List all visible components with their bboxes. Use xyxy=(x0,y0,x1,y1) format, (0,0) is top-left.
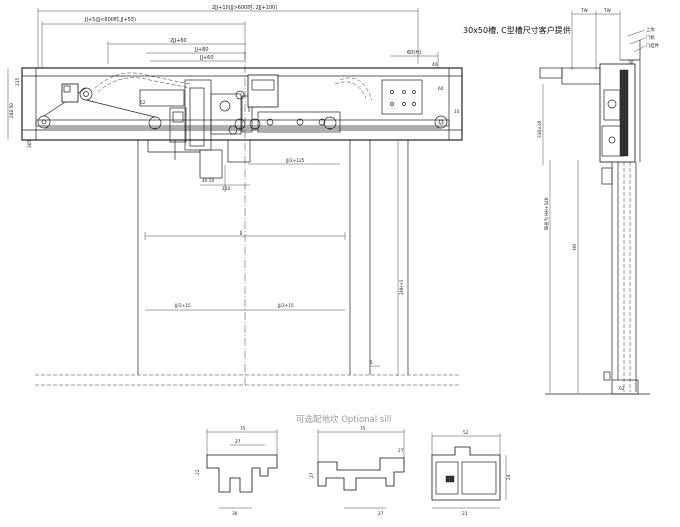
sill-profile-1: 75 27 22 36 xyxy=(195,426,278,517)
top-dimensions: 2JJ+10(JJ>600时, 2JJ+100) JJ+5(JJ<600时,JJ… xyxy=(37,4,439,68)
side-label-1: 门机 xyxy=(646,34,655,41)
dim-jj60: JJ+60 xyxy=(199,55,214,61)
side-dim-330: 330±10 xyxy=(537,120,543,138)
dim-2hh: 2HH+5 xyxy=(399,279,405,295)
motor-pulley xyxy=(79,87,93,101)
left-cable-chain xyxy=(94,72,191,89)
dim-jj2-15-left: JJ/2+15 xyxy=(174,303,191,309)
side-dim-hh: HH xyxy=(572,244,578,250)
sill1-inner: 27 xyxy=(235,439,241,445)
dim-jj2-125: JJ/2+125 xyxy=(285,158,305,164)
sill3-h: 24 xyxy=(506,474,512,480)
dim-60b: 60 xyxy=(438,86,444,92)
left-hanger-plate xyxy=(139,89,185,107)
side-label-0: 上坎 xyxy=(646,26,655,33)
side-dim-tw1: TW xyxy=(580,8,589,14)
dim-top-total: 2JJ+10(JJ>600时, 2JJ+100) xyxy=(212,4,277,11)
sill3-bottom: 21 xyxy=(462,511,468,517)
track-rail xyxy=(35,119,450,127)
side-label-2: 门挂件 xyxy=(646,42,660,49)
side-dim-tw2: TW xyxy=(603,8,612,14)
drive-belt xyxy=(43,87,441,129)
sill1-top: 75 xyxy=(240,426,246,432)
sill2-h2: 27 xyxy=(398,448,404,454)
side-sill xyxy=(611,379,639,395)
dim-2jj-half: 2JJ+60 xyxy=(170,38,187,44)
dim-left-305: 305 xyxy=(27,140,33,148)
dim-10: 10 xyxy=(454,109,460,115)
side-operator-body xyxy=(599,63,636,163)
sill2-bottom: 27 xyxy=(378,511,384,517)
sill2-h1: 27 xyxy=(309,472,315,478)
side-note: 30x50槽, C型槽尺寸客户提供 xyxy=(463,25,571,35)
side-header-box xyxy=(561,67,601,85)
dim-150: 150 xyxy=(222,186,230,192)
right-terminal-block xyxy=(381,79,423,115)
dim-52: 52 xyxy=(140,100,146,106)
dim-left-height: 288 50 xyxy=(9,103,15,118)
side-view: 30x50槽, C型槽尺寸客户提供 TW TW 上坎 门机 门挂件 30 330… xyxy=(463,8,660,395)
sill3-top: 52 xyxy=(463,430,469,436)
sill-profile-3: 52 24 21 xyxy=(431,430,512,517)
right-cable-chain xyxy=(339,77,373,101)
front-view: 2JJ+10(JJ>600时, 2JJ+100) JJ+5(JJ<600时,JJ… xyxy=(7,4,463,386)
sill-profile-2: 75 27 27 27 xyxy=(309,426,405,517)
motor xyxy=(61,83,79,103)
dim-40: 40 xyxy=(432,62,438,68)
sill1-bottom: 36 xyxy=(232,511,238,517)
dim-jj80: JJ+80 xyxy=(194,47,209,53)
optional-sill-section: 可选配地坎 Optional sill 75 27 22 36 75 27 27… xyxy=(195,414,512,517)
side-dim-hh320: 缺省为 HH+320 xyxy=(543,197,550,230)
dim-40b: 40 50 xyxy=(202,178,215,184)
dim-left-235: 235 xyxy=(15,78,21,86)
dim-5: 5 xyxy=(370,360,373,366)
side-dim-ref: 30 xyxy=(628,60,634,66)
side-dim-bottom: 62 xyxy=(619,386,625,392)
sill2-top: 75 xyxy=(360,426,366,432)
sill-caption: 可选配地坎 Optional sill xyxy=(296,414,391,425)
sill1-h: 22 xyxy=(195,469,201,475)
dim-jj2-15-right: JJ/2+15 xyxy=(277,303,294,309)
dim-60: 60(H) xyxy=(407,50,421,56)
dim-jj-half: JJ+5(JJ<600时,JJ+55) xyxy=(84,16,136,23)
right-hanger-plate xyxy=(257,111,341,133)
dim-jj: JJ xyxy=(239,230,243,236)
